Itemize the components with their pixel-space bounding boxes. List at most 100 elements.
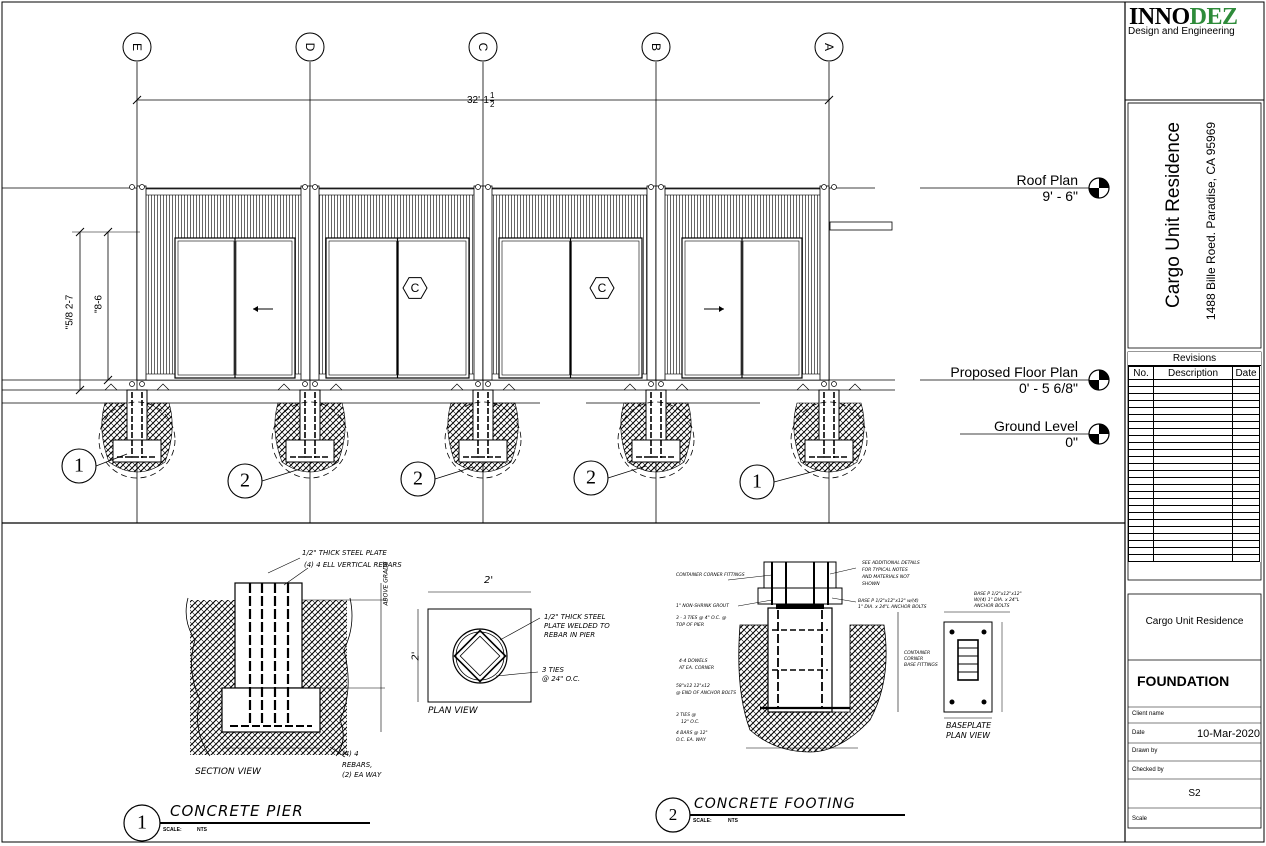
- d2-baseplate-note: CORNER: [904, 657, 924, 662]
- level-marker-icon: [1088, 423, 1110, 445]
- level-roof-elev: 9' - 6": [1042, 188, 1078, 204]
- client-name-label: Client name: [1132, 711, 1165, 717]
- detail-concrete-pier: [123, 557, 541, 842]
- revision-row: [1128, 491, 1260, 499]
- d2-note: FOR TYPICAL NOTES: [862, 568, 908, 573]
- d2-scale-label: SCALE:: [693, 818, 712, 824]
- d2-title: CONCRETE FOOTING: [694, 796, 856, 812]
- d1-note-plate: 1/2" THICK STEEL PLATE: [302, 549, 387, 557]
- revision-row: [1128, 547, 1260, 555]
- elevation-view: [2, 32, 1110, 523]
- arrow-right-icon: [719, 306, 724, 312]
- revision-row: [1128, 379, 1260, 387]
- dim-left-inner: "8-6: [93, 294, 105, 314]
- d2-scale-value: NTS: [728, 818, 738, 824]
- d2-note: 12" O.C.: [681, 720, 700, 725]
- revision-row: [1128, 470, 1260, 478]
- d2-note: 3 TIES @: [676, 713, 696, 718]
- callout-label: 1: [74, 454, 84, 477]
- d2-baseplate-note: CONTAINER: [904, 651, 931, 656]
- checked-by-label: Checked by: [1132, 767, 1164, 773]
- revision-row: [1128, 414, 1260, 422]
- scale-label: Scale: [1132, 816, 1148, 822]
- d1-note-bottom-2: REBARS,: [342, 761, 373, 769]
- grid-lines: [122, 32, 844, 523]
- d2-baseplate-label-2: PLAN VIEW: [946, 731, 991, 740]
- sheet-project-name: Cargo Unit Residence: [1145, 616, 1244, 627]
- level-marker-icon: [1088, 177, 1110, 199]
- grid-bubble: [468, 32, 498, 62]
- callout-label: 2: [413, 467, 423, 490]
- d1-plan-note-1: 1/2" THICK STEEL: [544, 613, 606, 621]
- date-label: Date: [1132, 730, 1145, 736]
- revision-row: [1128, 400, 1260, 408]
- project-title: Cargo Unit Residence: [1163, 122, 1184, 308]
- revision-row: [1128, 442, 1260, 450]
- d2-note: O.C. EA. WAY: [676, 738, 706, 743]
- firm-logo-part2: DEZ: [1189, 4, 1238, 30]
- container-units: [129, 184, 837, 387]
- d2-note: 4-4 DOWELS: [679, 659, 708, 664]
- callout-label: 2: [240, 469, 250, 492]
- detail-callouts: [61, 448, 820, 500]
- d2-note: AT EA. CORNER: [679, 666, 714, 671]
- d2-note: SHOWN: [862, 582, 880, 587]
- project-address: 1488 Bille Roed. Paradise, CA 95969: [1204, 121, 1218, 321]
- d2-note: 3 - 3 TIES @ 4" O.C. @: [676, 616, 727, 621]
- revision-row: [1128, 407, 1260, 415]
- d2-baseplate-note: W/(4) 1" DIA. x 24"L: [974, 598, 1020, 603]
- d2-note: TOP OF PIER: [676, 623, 705, 628]
- revision-row: [1128, 498, 1260, 506]
- sheet-number: S2: [1188, 788, 1201, 799]
- door-tag-label: C: [410, 281, 420, 295]
- d2-note: @ END OF ANCHOR BOLTS: [676, 691, 737, 696]
- revision-row: [1128, 421, 1260, 429]
- d1-note-bottom-3: (2) EA WAY: [342, 771, 382, 779]
- overall-dimension-frac-bottom: 2: [489, 100, 495, 109]
- door-tag-icon: [402, 277, 428, 299]
- grid-bubble: [814, 32, 844, 62]
- d2-note: CONTAINER CORNER FITTINGS: [676, 573, 745, 578]
- grid-label: D: [303, 42, 317, 52]
- level-floor-name: Proposed Floor Plan: [950, 364, 1078, 380]
- dim-left-outer: "5/8 2-7: [64, 294, 76, 330]
- callout-label: 1: [752, 470, 762, 493]
- grid-bubble: [122, 32, 152, 62]
- d2-note: AND MATERIALS NOT: [862, 575, 910, 580]
- pier-footings: [98, 383, 868, 479]
- d1-number: 1: [137, 811, 147, 834]
- revisions-table: Revisions No. Description Date: [1128, 352, 1261, 562]
- door-tag-icon: [589, 277, 615, 299]
- revision-row: [1128, 505, 1260, 513]
- sheet-title: FOUNDATION: [1137, 673, 1230, 689]
- revision-row: [1128, 540, 1260, 548]
- d1-plan-note-4: 3 TIES: [542, 666, 564, 674]
- level-roof-name: Roof Plan: [1016, 172, 1078, 188]
- d1-note-grade: ABOVE GRADE: [382, 561, 390, 606]
- revision-row: [1128, 456, 1260, 464]
- firm-logo: INNODEZ: [1129, 4, 1238, 31]
- revisions-col-description: Description: [1153, 366, 1233, 380]
- revisions-heading: Revisions: [1128, 352, 1261, 366]
- revision-row: [1128, 526, 1260, 534]
- level-ground-elev: 0": [1065, 434, 1078, 450]
- d1-plan-dim-side: 2': [410, 651, 422, 661]
- d1-plan-label: PLAN VIEW: [428, 706, 478, 716]
- d2-note: 1" NON-SHRINK GROUT: [676, 604, 729, 609]
- d2-note: BASE P 1/2"x12"x12" w/(4): [858, 599, 919, 604]
- arrow-left-icon: [253, 306, 258, 312]
- grid-label: A: [822, 42, 836, 52]
- d2-note: 1" DIA. x 24"L ANCHOR BOLTS: [858, 605, 927, 610]
- d1-scale-label: SCALE:: [163, 827, 182, 833]
- revisions-col-date: Date: [1232, 366, 1260, 380]
- revision-row: [1128, 449, 1260, 457]
- title-block-frame: [1125, 99, 1264, 829]
- level-ground-name: Ground Level: [993, 418, 1078, 434]
- revisions-col-no: No.: [1128, 366, 1154, 380]
- date-value: 10-Mar-2020: [1197, 728, 1260, 740]
- d2-baseplate-label-1: BASEPLATE: [946, 721, 992, 730]
- firm-logo-part1: INNO: [1129, 4, 1190, 30]
- d2-baseplate-note: BASE FITTINGS: [904, 663, 938, 668]
- d1-plan-note-5: @ 24" O.C.: [542, 675, 581, 683]
